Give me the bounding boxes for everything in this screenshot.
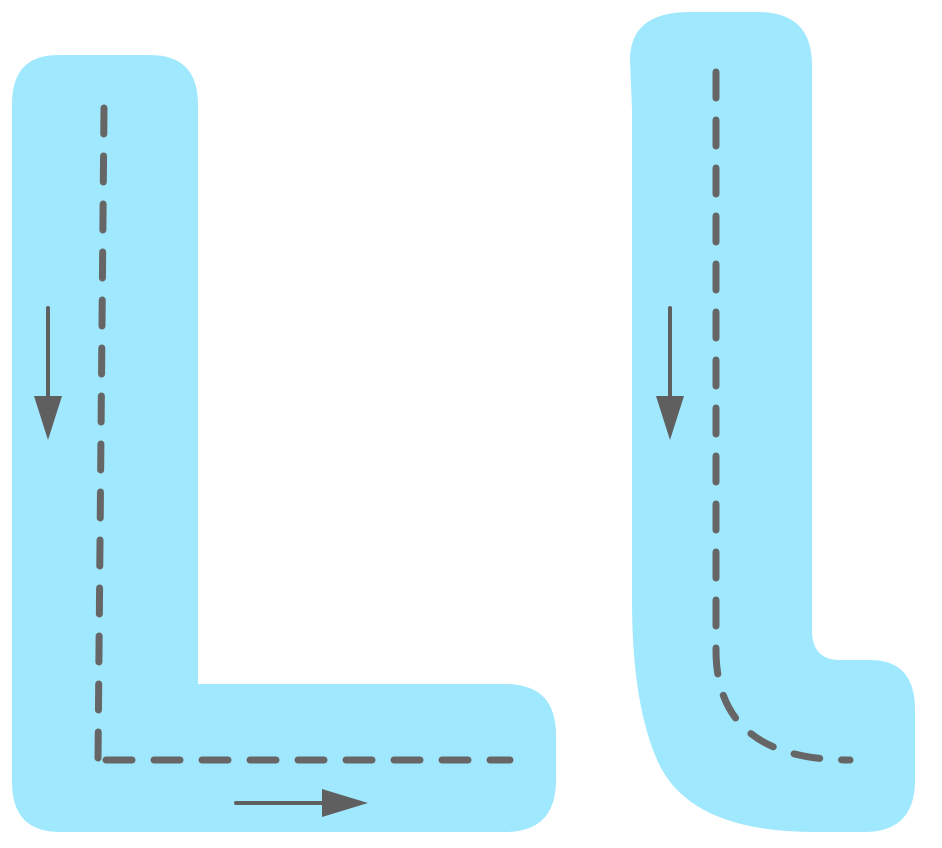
lowercase-l-guide	[712, 68, 854, 764]
arrow-down-icon	[34, 306, 62, 440]
arrow-right-icon	[234, 789, 368, 817]
lowercase-l-group	[630, 12, 915, 832]
arrow-down-icon	[656, 306, 684, 440]
uppercase-l-shape	[12, 55, 556, 832]
lowercase-l-shape	[630, 12, 915, 832]
uppercase-l-guide-vertical	[94, 104, 108, 764]
uppercase-l-group	[12, 55, 556, 832]
